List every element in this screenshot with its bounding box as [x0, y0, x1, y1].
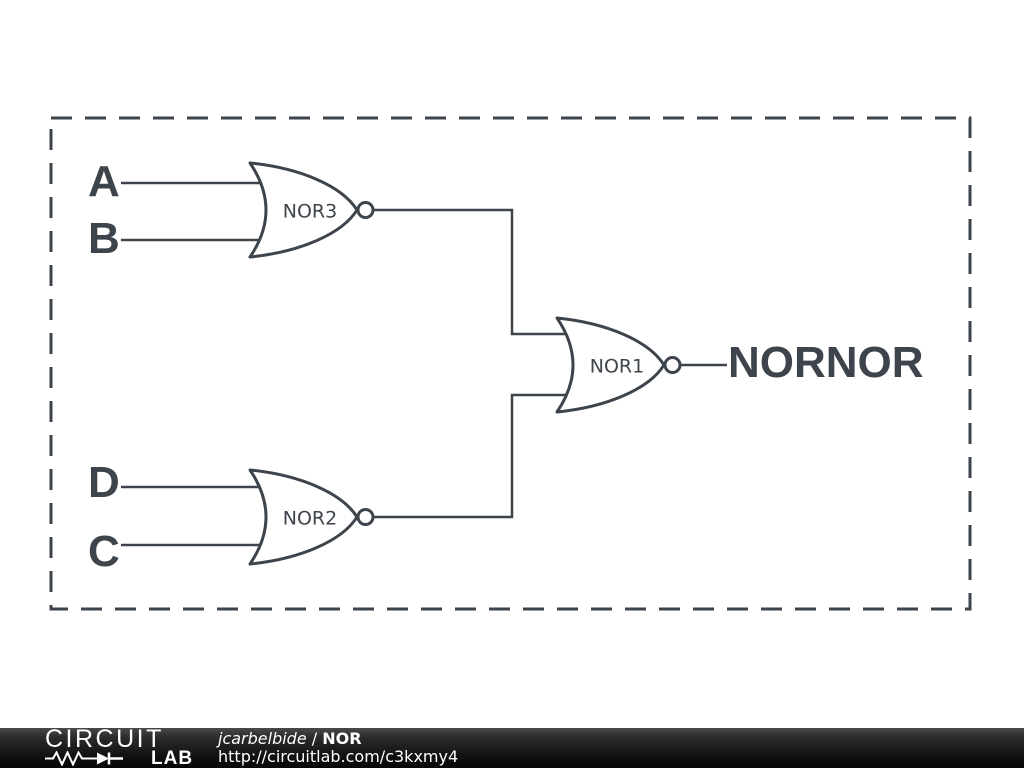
wire-nor3-to-nor1[interactable]: [373, 208, 572, 336]
schematic-url: http://circuitlab.com/c3kxmy4: [218, 747, 459, 766]
nor1-gate[interactable]: NOR1: [555, 316, 682, 414]
nor2-gate-label: NOR2: [283, 508, 337, 530]
circuitlab-logo: CIRCUIT LAB: [45, 724, 203, 768]
wire-nor2-to-nor1[interactable]: [373, 393, 572, 519]
net-label-b[interactable]: B: [88, 214, 120, 263]
nor3-gate[interactable]: NOR3: [248, 161, 375, 259]
author-name: jcarbelbide: [218, 729, 307, 748]
nor2-inversion-bubble: [356, 508, 375, 526]
net-label-a[interactable]: A: [88, 157, 120, 206]
attribution-separator: /: [306, 729, 323, 748]
net-label-d[interactable]: D: [88, 458, 120, 507]
schematic-boundary-box: [49, 116, 972, 611]
nor1-inversion-bubble: [663, 356, 682, 374]
nor3-gate-label: NOR3: [283, 201, 337, 223]
nor1-gate-label: NOR1: [590, 356, 644, 378]
nor3-gate-body[interactable]: [248, 161, 359, 259]
footer-bar: CIRCUIT LAB jcarbelbide / NOR http://cir…: [0, 724, 1024, 768]
resistor-diode-icon: [45, 750, 123, 766]
schematic-canvas[interactable]: NOR3 NOR1 NOR2 A B D C NORNOR: [0, 0, 1024, 728]
attribution-block: jcarbelbide / NOR http://circuitlab.com/…: [218, 730, 458, 766]
circuitlab-logo-wordmark: CIRCUIT: [45, 724, 164, 753]
nor2-gate[interactable]: NOR2: [248, 468, 375, 566]
attribution-line: jcarbelbide / NOR: [218, 730, 458, 748]
nor3-inversion-bubble: [356, 201, 375, 219]
circuitlab-logo-lab: LAB: [151, 747, 194, 768]
nor1-gate-body[interactable]: [555, 316, 666, 414]
net-label-output[interactable]: NORNOR: [728, 338, 924, 387]
schematic-title: NOR: [322, 729, 362, 748]
net-label-c[interactable]: C: [88, 527, 120, 576]
nor2-gate-body[interactable]: [248, 468, 359, 566]
